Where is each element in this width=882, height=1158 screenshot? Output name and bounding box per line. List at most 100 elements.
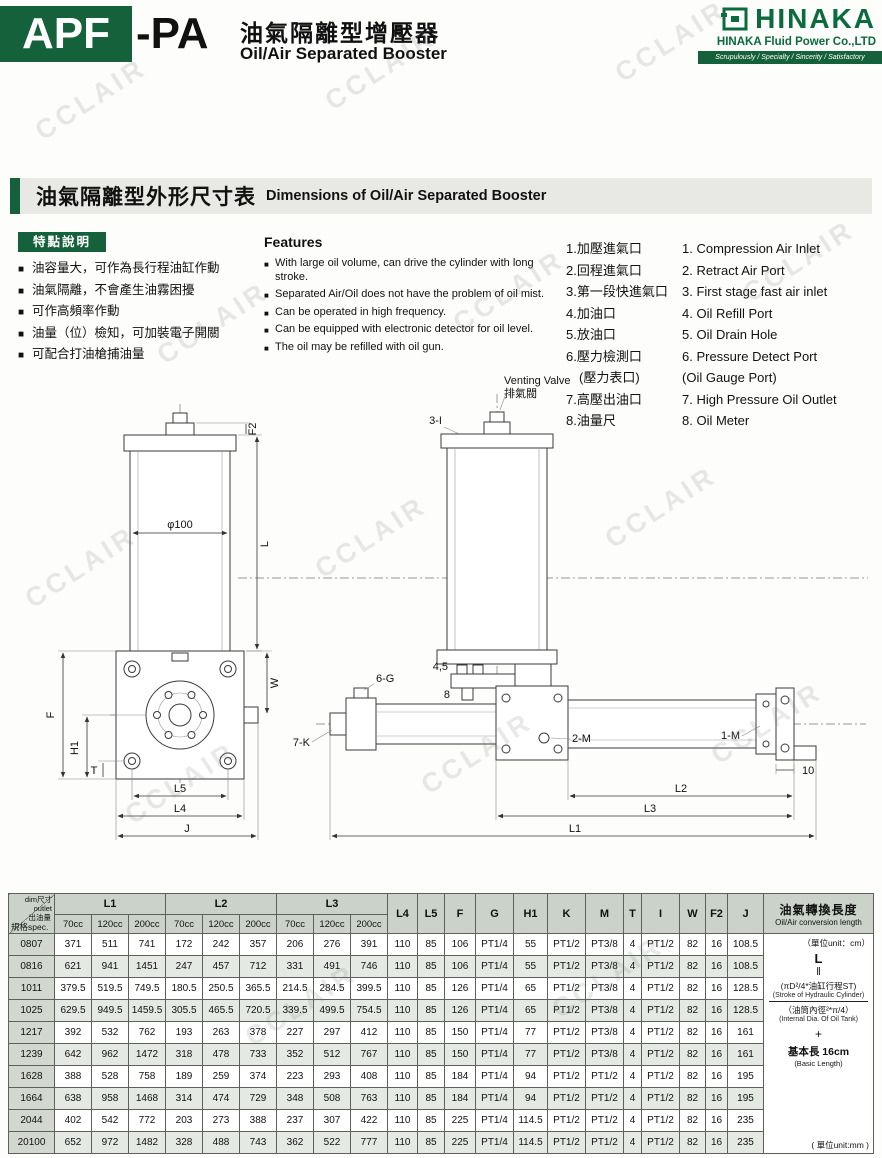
value-cell: PT1/4	[475, 999, 514, 1022]
section-title-en: Dimensions of Oil/Air Separated Booster	[266, 188, 547, 204]
value-cell: 161	[727, 1021, 764, 1044]
conversion-length-panel: 油氣轉換長度 Oil/Air conversion length （單位unit…	[763, 893, 874, 1154]
value-cell: 106	[444, 933, 476, 956]
value-cell: 772	[128, 1109, 166, 1132]
right-view: Venting Valve 排氣閥 3-I 4,5 8 6-G 7-K	[293, 375, 866, 840]
value-cell: 85	[417, 1065, 445, 1088]
value-cell: 108.5	[727, 955, 764, 978]
value-cell: PT3/8	[585, 999, 624, 1022]
value-cell: 250.5	[202, 977, 240, 1000]
value-cell: 85	[417, 1043, 445, 1066]
value-cell: 180.5	[165, 977, 203, 1000]
value-cell: 110	[387, 955, 418, 978]
col-header: I	[641, 893, 680, 934]
col-header: L5	[417, 893, 445, 934]
col-header: H1	[513, 893, 548, 934]
value-cell: PT1/2	[547, 1043, 586, 1066]
dim-label-h1: H1	[69, 741, 81, 755]
value-cell: 227	[276, 1021, 314, 1044]
port-item-zh: 6.壓力檢測口 (壓力表口)	[566, 348, 642, 386]
spec-cell: 0816	[8, 955, 55, 978]
value-cell: PT1/2	[585, 1131, 624, 1154]
port-label-6g: 6-G	[376, 673, 394, 685]
col-group-header: L1	[54, 893, 166, 915]
value-cell: PT1/2	[547, 1087, 586, 1110]
value-cell: 712	[239, 955, 277, 978]
page-title-en: Oil/Air Separated Booster	[240, 44, 447, 63]
watermark: CCLAIR	[29, 52, 152, 146]
technical-drawing: φ100 L F2 W F H1 T	[45, 375, 868, 840]
dim-label-l2: L2	[675, 783, 687, 795]
col-subheader: 70cc	[276, 914, 314, 934]
col-subheader: 200cc	[350, 914, 388, 934]
value-cell: 1451	[128, 955, 166, 978]
value-cell: 195	[727, 1065, 764, 1088]
dim-label-l3: L3	[644, 803, 656, 815]
value-cell: 357	[239, 933, 277, 956]
value-cell: 4	[623, 1021, 642, 1044]
value-cell: 55	[513, 955, 548, 978]
value-cell: PT1/2	[547, 1065, 586, 1088]
value-cell: 4	[623, 1065, 642, 1088]
value-cell: 720.5	[239, 999, 277, 1022]
port-item-en: 6. Pressure Detect Port (Oil Gauge Port)	[682, 348, 818, 386]
value-cell: 16	[705, 1043, 728, 1066]
value-cell: 512	[313, 1043, 351, 1066]
value-cell: 16	[705, 999, 728, 1022]
feature-item-zh: 油量（位）檢知，可加裝電子開關	[18, 323, 264, 344]
value-cell: 85	[417, 1131, 445, 1154]
value-cell: 193	[165, 1021, 203, 1044]
value-cell: 195	[727, 1087, 764, 1110]
value-cell: PT1/2	[547, 1021, 586, 1044]
value-cell: 371	[54, 933, 92, 956]
value-cell: 362	[276, 1131, 314, 1154]
value-cell: 65	[513, 977, 548, 1000]
dim-label-t: T	[91, 765, 98, 777]
col-subheader: 70cc	[165, 914, 203, 934]
value-cell: 247	[165, 955, 203, 978]
feature-item-en: Can be operated in high frequency.	[264, 306, 552, 320]
brand-name: HINAKA	[755, 3, 876, 34]
page-title-zh: 油氣隔離型增壓器	[240, 20, 440, 46]
value-cell: 391	[350, 933, 388, 956]
formula-numerator: (πD²/4*油缸行程ST)	[780, 981, 857, 991]
value-cell: 82	[679, 977, 706, 1000]
feature-item-zh: 油氣隔離，不會產生油霧困擾	[18, 280, 264, 301]
hinaka-logo-icon	[721, 7, 748, 31]
value-cell: PT1/2	[641, 1065, 680, 1088]
spec-cell: 2044	[8, 1109, 55, 1132]
value-cell: 82	[679, 1131, 706, 1154]
value-cell: 972	[91, 1131, 129, 1154]
value-cell: 82	[679, 1109, 706, 1132]
spec-cell: 1025	[8, 999, 55, 1022]
value-cell: 110	[387, 999, 418, 1022]
brand-tagline: Scrupulously / Specialty / Sincerity / S…	[698, 51, 882, 64]
value-cell: 488	[202, 1131, 240, 1154]
value-cell: 318	[165, 1043, 203, 1066]
value-cell: 328	[165, 1131, 203, 1154]
value-cell: PT1/2	[547, 1109, 586, 1132]
value-cell: 94	[513, 1087, 548, 1110]
value-cell: 307	[313, 1109, 351, 1132]
value-cell: PT1/4	[475, 1131, 514, 1154]
value-cell: 82	[679, 933, 706, 956]
value-cell: 85	[417, 933, 445, 956]
col-subheader: 120cc	[91, 914, 129, 934]
watermark: CCLAIR	[609, 0, 732, 88]
spec-cell: 1011	[8, 977, 55, 1000]
value-cell: 128.5	[727, 977, 764, 1000]
value-cell: PT1/4	[475, 933, 514, 956]
formula-equals: ‖	[816, 966, 821, 978]
port-label-7k: 7-K	[293, 737, 311, 749]
value-cell: 4	[623, 1087, 642, 1110]
formula-denominator-group: （油筒內徑²*π/4） (Internal Dia. Of Oil Tank)	[767, 1004, 870, 1023]
value-cell: PT1/2	[641, 1109, 680, 1132]
value-cell: 474	[202, 1087, 240, 1110]
value-cell: PT1/4	[475, 1021, 514, 1044]
col-header: F2	[705, 893, 728, 934]
